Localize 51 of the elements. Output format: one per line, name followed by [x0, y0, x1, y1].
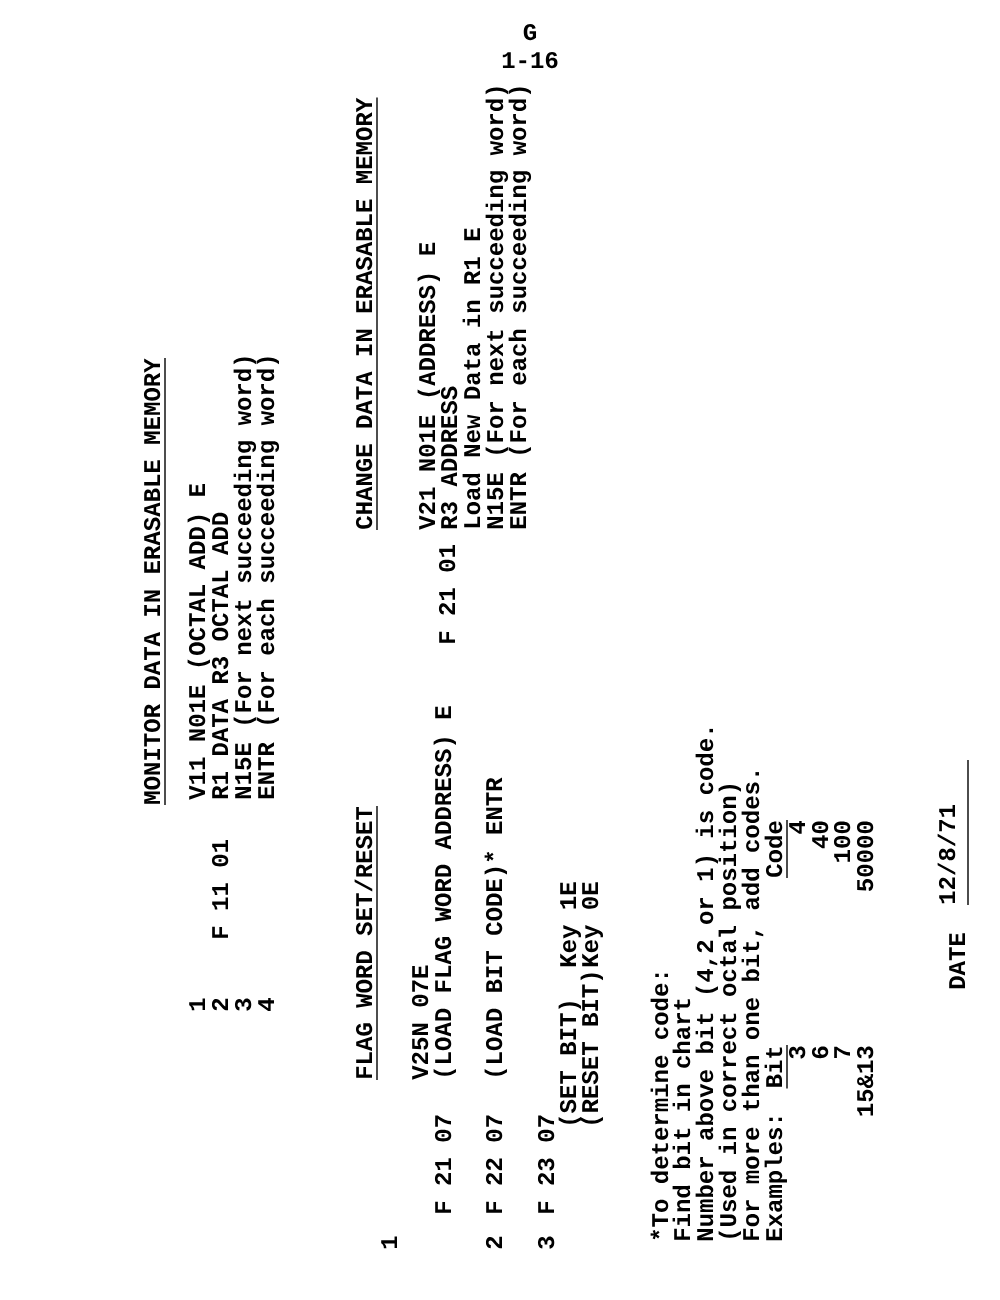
- field-label: DATE: [949, 933, 965, 989]
- instruction-line: Load New Data in R1 E: [462, 228, 481, 528]
- step-number: 1: [381, 1236, 397, 1249]
- instruction-line: V25N 07E: [411, 965, 429, 1080]
- step-number: 2: [211, 998, 228, 1011]
- display-code: F 23 07: [537, 1115, 555, 1213]
- footnote-line: (Used in correct octal position): [718, 785, 741, 1238]
- instruction-line: V21 N01E (ADDRESS) E: [417, 242, 440, 530]
- page-number: 1-16: [502, 51, 558, 69]
- page-number: G: [523, 23, 536, 41]
- instruction-line: V11 N01E (OCTAL ADD) E: [187, 483, 210, 800]
- instruction-line: Key 1E: [560, 882, 581, 967]
- instruction-line: ENTR (For each succeeding word): [508, 87, 532, 529]
- table-value: 100: [833, 821, 851, 862]
- step-number: 2: [485, 1236, 502, 1249]
- section-heading: FLAG WORD SET/RESET: [354, 805, 378, 1081]
- instruction-line: R3 ADDRESS: [440, 386, 458, 529]
- table-value: 50000: [856, 821, 874, 891]
- display-code: F 21 07: [434, 1115, 452, 1213]
- footnote-line: Find bit in chart: [672, 999, 691, 1240]
- step-number: 3: [537, 1236, 555, 1249]
- section-heading: MONITOR DATA IN ERASABLE MEMORY: [143, 357, 166, 806]
- instruction-line: Key 0E: [581, 882, 603, 967]
- table-value: 40: [811, 821, 829, 849]
- instruction-line: (SET BIT): [558, 1002, 581, 1124]
- date-value: 12/8/71: [937, 805, 956, 904]
- step-number: 4: [258, 998, 274, 1011]
- instruction-line: N15E (For next succeeding word): [485, 87, 509, 529]
- display-code: F 22 07: [485, 1115, 503, 1213]
- step-number: 1: [189, 998, 205, 1011]
- column-heading: Code: [764, 819, 788, 879]
- instruction-line: N15E (For next succeeding word): [233, 357, 257, 799]
- table-value: 3: [788, 1046, 806, 1059]
- footnote-line: For more than one bit, add codes.: [741, 772, 764, 1240]
- instruction-line: R1 DATA R3 OCTAL ADD: [211, 512, 229, 799]
- step-number: 3: [234, 998, 252, 1011]
- instruction-line: ENTR (For each succeeding word): [256, 357, 280, 799]
- footnote-line: *To determine code:: [650, 973, 669, 1240]
- instruction-line: (RESET BIT): [580, 973, 603, 1124]
- column-heading: Bit: [764, 1044, 788, 1090]
- display-code: F 21 01: [438, 545, 456, 643]
- section-heading: CHANGE DATA IN ERASABLE MEMORY: [355, 96, 378, 531]
- display-code: F 11 01: [211, 840, 229, 938]
- table-value: 7: [834, 1046, 850, 1059]
- instruction-line: (LOAD BIT CODE)* ENTR: [484, 777, 507, 1076]
- table-value: 6: [811, 1046, 829, 1059]
- footnote-line: Number above bit (4,2 or 1) is code.: [695, 728, 718, 1241]
- table-value: 15&13: [856, 1046, 874, 1116]
- footnote-line: Examples:: [764, 1117, 787, 1241]
- instruction-line: (LOAD FLAG WORD ADDRESS) E: [433, 706, 456, 1076]
- table-value: 4: [789, 820, 805, 834]
